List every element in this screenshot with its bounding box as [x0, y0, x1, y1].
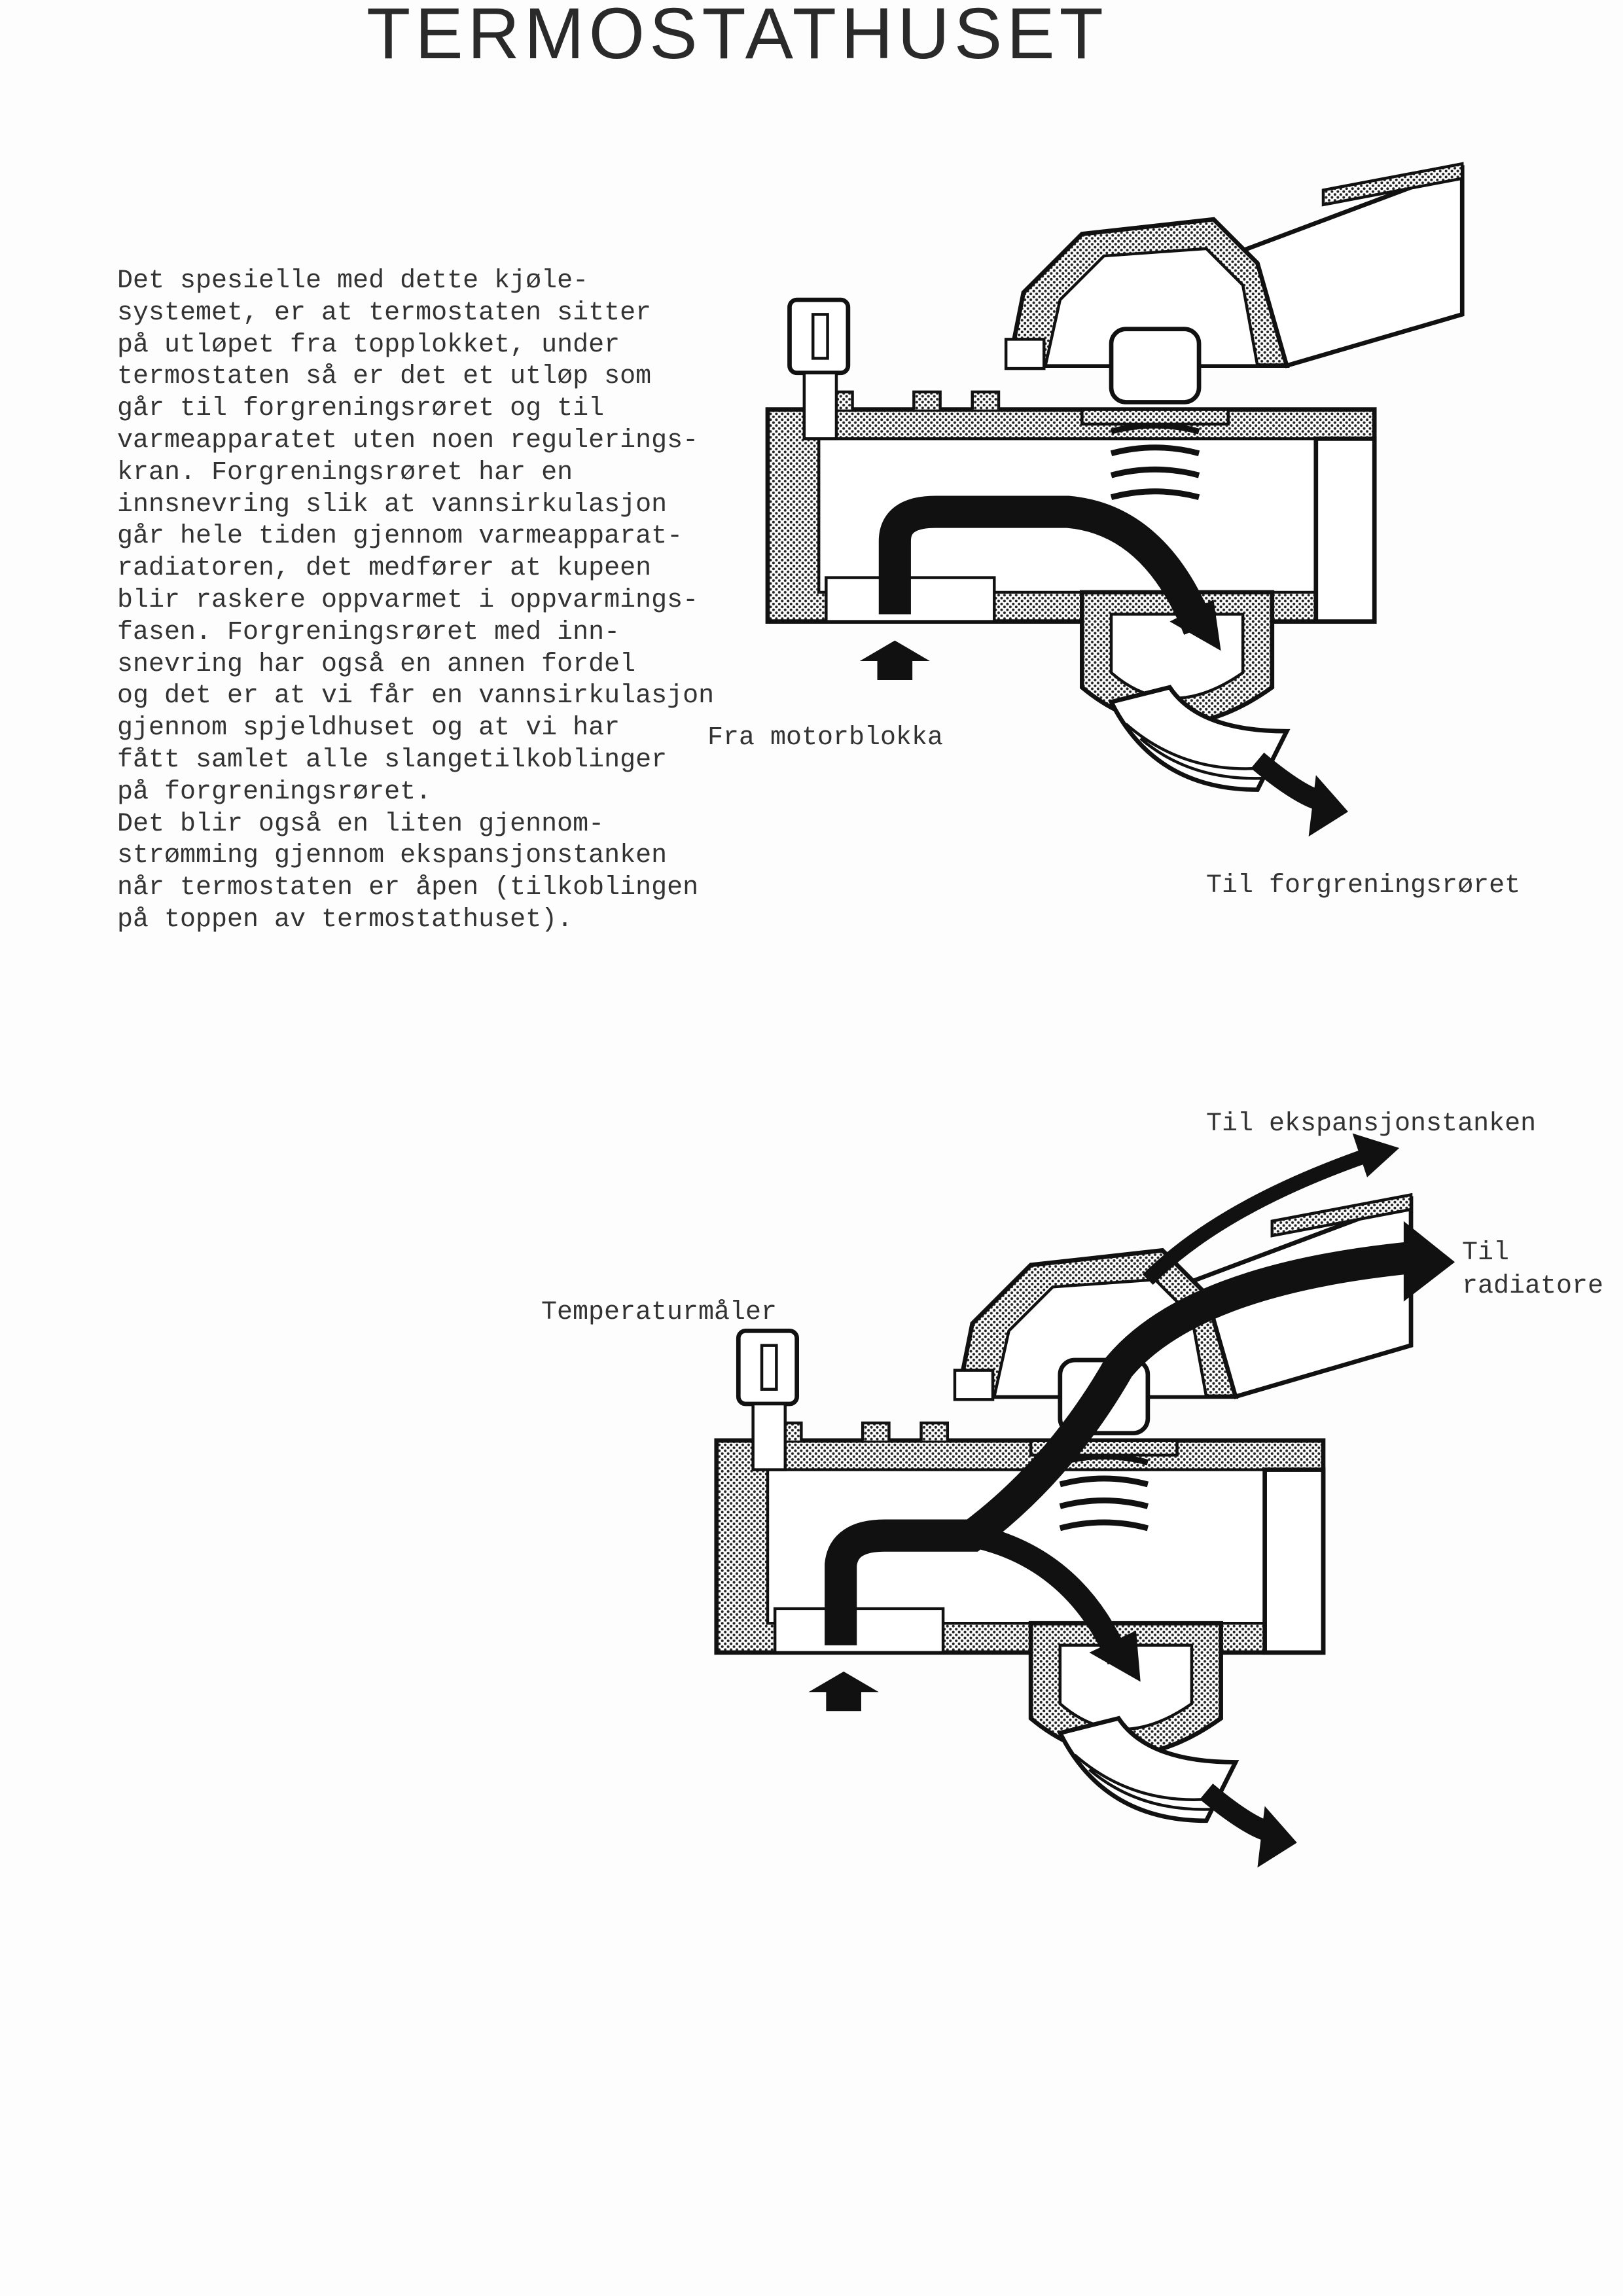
body-line: og det er at vi får en vannsirkulasjon: [117, 681, 715, 711]
flow-arrow-bypass: [969, 1524, 1130, 1665]
body-line: fått samlet alle slangetilkoblinger: [117, 745, 668, 775]
body-line: innsnevring slik at vannsirkulasjon: [117, 490, 668, 520]
body-line: systemet, er at termostaten sitter: [117, 298, 652, 328]
body-line: radiatoren, det medfører at kupeen: [117, 554, 652, 584]
label-to-radiator-line1: Til: [1462, 1238, 1510, 1268]
body-line: på forgreningsrøret.: [117, 777, 432, 807]
flow-arrow-expansion: [1142, 1148, 1370, 1285]
arrowhead-icon: [1352, 1133, 1400, 1177]
body-line: snevring har også en annen fordel: [117, 649, 636, 679]
arrowhead-icon: [1169, 600, 1221, 651]
body-line: varmeapparatet uten noen regulerings-: [117, 425, 699, 456]
diagram-thermostat-closed: [768, 164, 1462, 837]
body-line: fasen. Forgreningsrøret med inn-: [117, 617, 620, 647]
body-line: kran. Forgreningsrøret har en: [117, 457, 573, 488]
body-line: når termostaten er åpen (tilkoblingen: [117, 873, 699, 903]
label-to-radiator-line2: radiatore: [1462, 1272, 1604, 1301]
body-line: strømming gjennom ekspansjonstanken: [117, 841, 668, 871]
label-from-engine-block: Fra motorblokka: [707, 723, 944, 753]
body-line: Det spesielle med dette kjøle-: [117, 266, 589, 296]
flow-arrow-bypass: [878, 495, 1214, 636]
label-to-manifold: Til forgreningsrøret: [1206, 871, 1521, 901]
body-line: termostaten så er det et utløp som: [117, 362, 652, 392]
body-line: går hele tiden gjennom varmeapparat-: [117, 522, 683, 552]
body-line: Det blir også en liten gjennom-: [117, 809, 605, 839]
body-line: går til forgreningsrøret og til: [117, 394, 605, 424]
page-title: TERMOSTATHUSET: [366, 0, 1108, 74]
arrowhead-icon: [1403, 1221, 1455, 1302]
body-line: på toppen av termostathuset).: [117, 905, 573, 935]
diagram-thermostat-open: [717, 1133, 1455, 1868]
label-to-expansion-tank: Til ekspansjonstanken: [1206, 1109, 1537, 1139]
body-line: på utløpet fra topplokket, under: [117, 330, 620, 360]
body-line: blir raskere oppvarmet i oppvarmings-: [117, 585, 699, 615]
flow-arrow-outlet: [1251, 752, 1326, 812]
label-temperature-sensor: Temperaturmåler: [541, 1298, 777, 1327]
body-line: gjennom spjeldhuset og at vi har: [117, 713, 620, 744]
flow-arrow-outlet: [1200, 1784, 1275, 1843]
arrowhead-icon: [1257, 1806, 1297, 1868]
arrowhead-icon: [1308, 775, 1348, 837]
body-text: Det spesielle med dette kjøle-systemet, …: [117, 266, 714, 937]
arrowhead-icon: [1089, 1630, 1141, 1682]
flow-arrow-radiator: [825, 1242, 1413, 1645]
